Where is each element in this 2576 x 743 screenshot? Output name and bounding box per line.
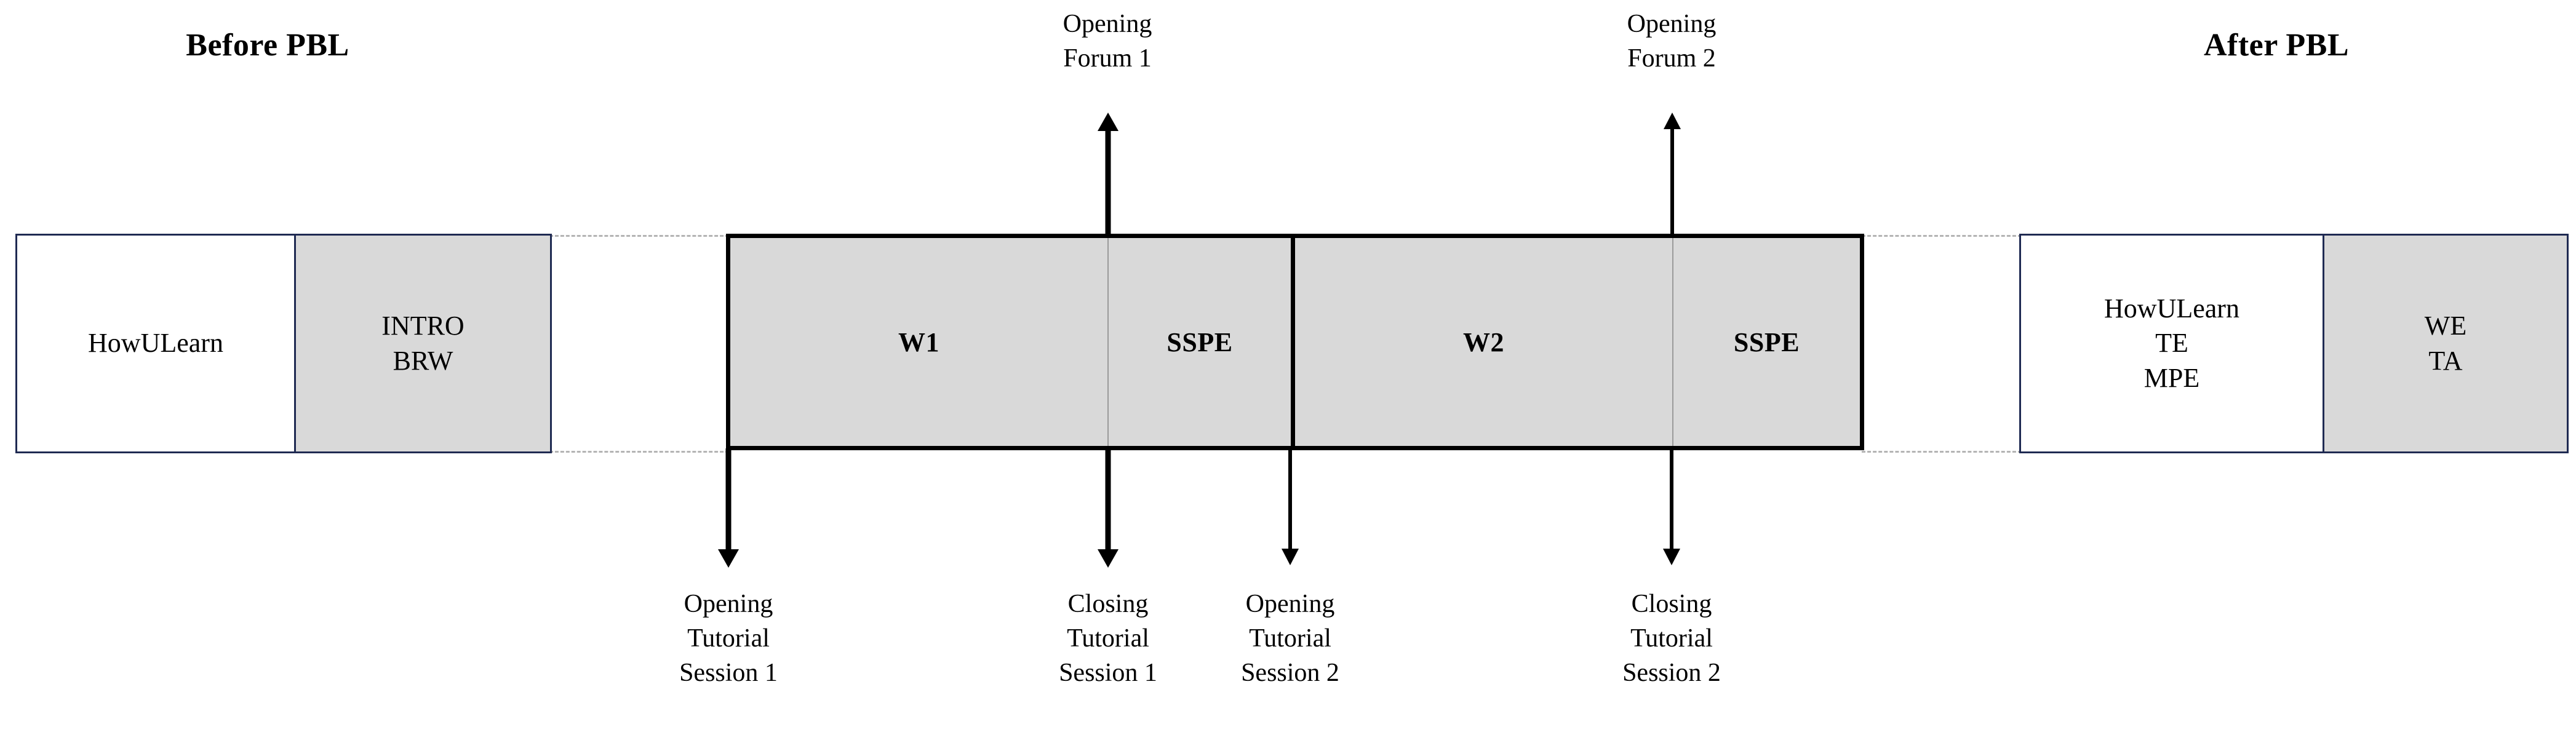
arrowhead-down-icon xyxy=(1663,549,1680,565)
dashed-connector-left-top xyxy=(549,235,729,237)
caption-line-3: Session 2 xyxy=(1622,658,1721,687)
arrow-shaft xyxy=(1288,448,1292,552)
caption-line-1: Closing xyxy=(1631,590,1712,618)
caption-line-3: Session 2 xyxy=(1241,658,1339,687)
caption-line-1: Opening xyxy=(1063,10,1152,38)
after-questionnaire-line-2: TE xyxy=(2155,328,2188,359)
arrow-down-opening-tutorial-session-2 xyxy=(1280,448,1301,565)
dashed-connector-right-top xyxy=(1862,235,2022,237)
caption-line-2: Tutorial xyxy=(1067,624,1149,653)
before-questionnaire-cell: HowULearn xyxy=(17,236,294,451)
pbl-cycle-2: W2 SSPE xyxy=(1291,238,1860,446)
caption-line-2: Forum 1 xyxy=(1063,44,1152,73)
caption-opening-tutorial-session-1: Opening Tutorial Session 1 xyxy=(605,587,851,691)
after-questionnaire-cell: HowULearn TE MPE xyxy=(2021,236,2323,451)
caption-opening-forum-1: Opening Forum 1 xyxy=(984,7,1230,76)
caption-line-2: Tutorial xyxy=(687,624,770,653)
caption-line-2: Forum 2 xyxy=(1627,44,1716,73)
caption-line-1: Opening xyxy=(1245,590,1335,618)
arrow-shaft xyxy=(1105,448,1111,553)
pbl-cell-w2: W2 xyxy=(1295,238,1672,446)
caption-line-1: Opening xyxy=(684,590,773,618)
after-questionnaire-line-3: MPE xyxy=(2143,362,2200,393)
arrow-up-opening-forum-1 xyxy=(1097,113,1119,236)
after-activity-line-1: WE xyxy=(2424,311,2467,341)
arrowhead-down-icon xyxy=(718,549,739,568)
after-pbl-heading: After PBL xyxy=(2203,28,2350,63)
caption-closing-tutorial-session-2: Closing Tutorial Session 2 xyxy=(1549,587,1795,691)
caption-line-1: Opening xyxy=(1627,10,1717,38)
arrowhead-down-icon xyxy=(1282,549,1299,565)
arrow-down-closing-tutorial-session-2 xyxy=(1661,448,1682,565)
caption-line-1: Closing xyxy=(1067,590,1149,618)
arrow-shaft xyxy=(725,448,732,553)
after-activity-line-2: TA xyxy=(2428,345,2463,376)
before-activity-line-1: INTRO xyxy=(381,311,465,341)
arrow-shaft xyxy=(1105,125,1111,236)
caption-closing-tutorial-session-1: Closing Tutorial Session 1 xyxy=(985,587,1231,691)
pbl-cell-sspe-1: SSPE xyxy=(1107,238,1291,446)
after-questionnaire-line-1: HowULearn xyxy=(2104,293,2239,324)
before-activity-cell: INTRO BRW xyxy=(294,236,550,451)
arrow-shaft xyxy=(1670,448,1673,552)
dashed-connector-left-bottom xyxy=(549,451,729,453)
caption-line-2: Tutorial xyxy=(1630,624,1713,653)
pbl-cell-sspe-2: SSPE xyxy=(1672,238,1860,446)
caption-opening-forum-2: Opening Forum 2 xyxy=(1549,7,1795,76)
arrow-down-closing-tutorial-session-1 xyxy=(1097,448,1119,568)
dashed-connector-right-bottom xyxy=(1862,451,2022,453)
arrow-shaft xyxy=(1670,125,1674,236)
before-activity-line-2: BRW xyxy=(393,345,453,376)
before-pbl-heading: Before PBL xyxy=(186,28,349,63)
after-pbl-box-group: HowULearn TE MPE WE TA xyxy=(2019,234,2569,453)
caption-line-3: Session 1 xyxy=(1059,658,1157,687)
pbl-cycle-1: W1 SSPE xyxy=(730,238,1291,446)
before-pbl-box-group: HowULearn INTRO BRW xyxy=(15,234,552,453)
before-questionnaire-line-1: HowULearn xyxy=(88,328,223,359)
caption-line-3: Session 1 xyxy=(679,658,778,687)
arrow-up-opening-forum-2 xyxy=(1661,113,1683,236)
caption-line-2: Tutorial xyxy=(1249,624,1331,653)
arrowhead-down-icon xyxy=(1098,549,1119,568)
arrow-down-opening-tutorial-session-1 xyxy=(717,448,740,568)
caption-opening-tutorial-session-2: Opening Tutorial Session 2 xyxy=(1167,587,1413,691)
pbl-timeline-box: W1 SSPE W2 SSPE xyxy=(726,234,1864,450)
pbl-cell-w1: W1 xyxy=(730,238,1107,446)
after-activity-cell: WE TA xyxy=(2323,236,2567,451)
